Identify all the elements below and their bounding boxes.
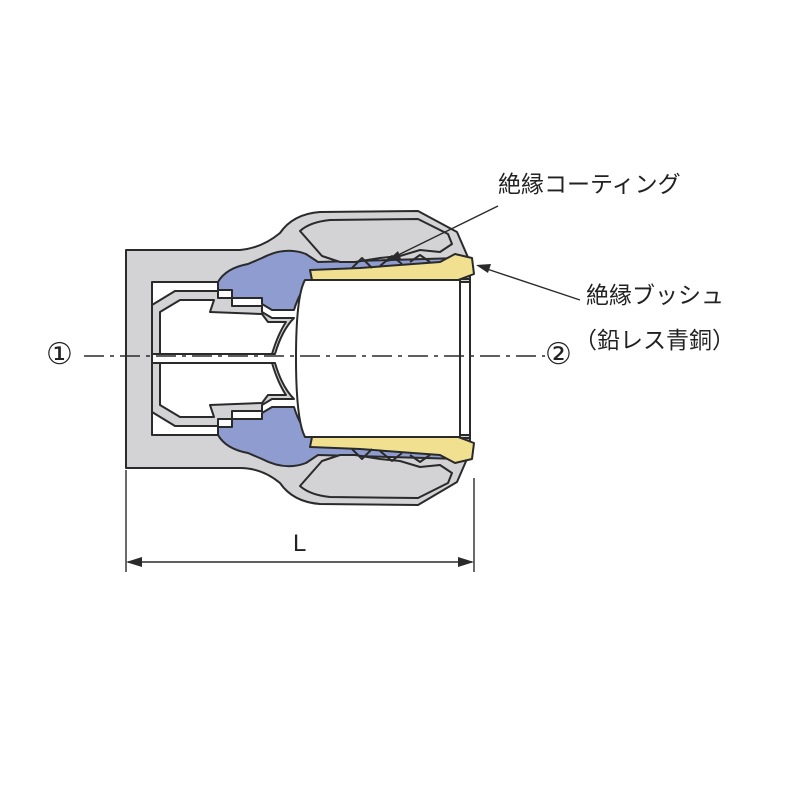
label-bush-material: （鉛レス青銅） — [574, 328, 735, 354]
leader-lines — [386, 205, 581, 301]
port-1-label: ① — [46, 337, 73, 372]
pipe-bore — [295, 279, 461, 438]
dimension-l — [125, 470, 475, 572]
label-insulation-bush: 絶縁ブッシュ — [586, 283, 724, 309]
sleeve-bore-top — [159, 299, 287, 355]
insulation-bush-bottom — [309, 436, 475, 464]
clamp-ring-top — [299, 218, 453, 263]
ridge-top — [351, 254, 431, 269]
dimension-l-label: L — [293, 530, 307, 557]
ridge-bottom — [351, 448, 431, 463]
sleeve-bore-bottom — [159, 362, 287, 418]
port-2-label: ② — [545, 337, 572, 372]
clamp-ring-bottom — [299, 454, 453, 499]
label-insulation-coating: 絶縁コーティング — [498, 172, 681, 198]
insulation-bush-top — [309, 253, 475, 281]
